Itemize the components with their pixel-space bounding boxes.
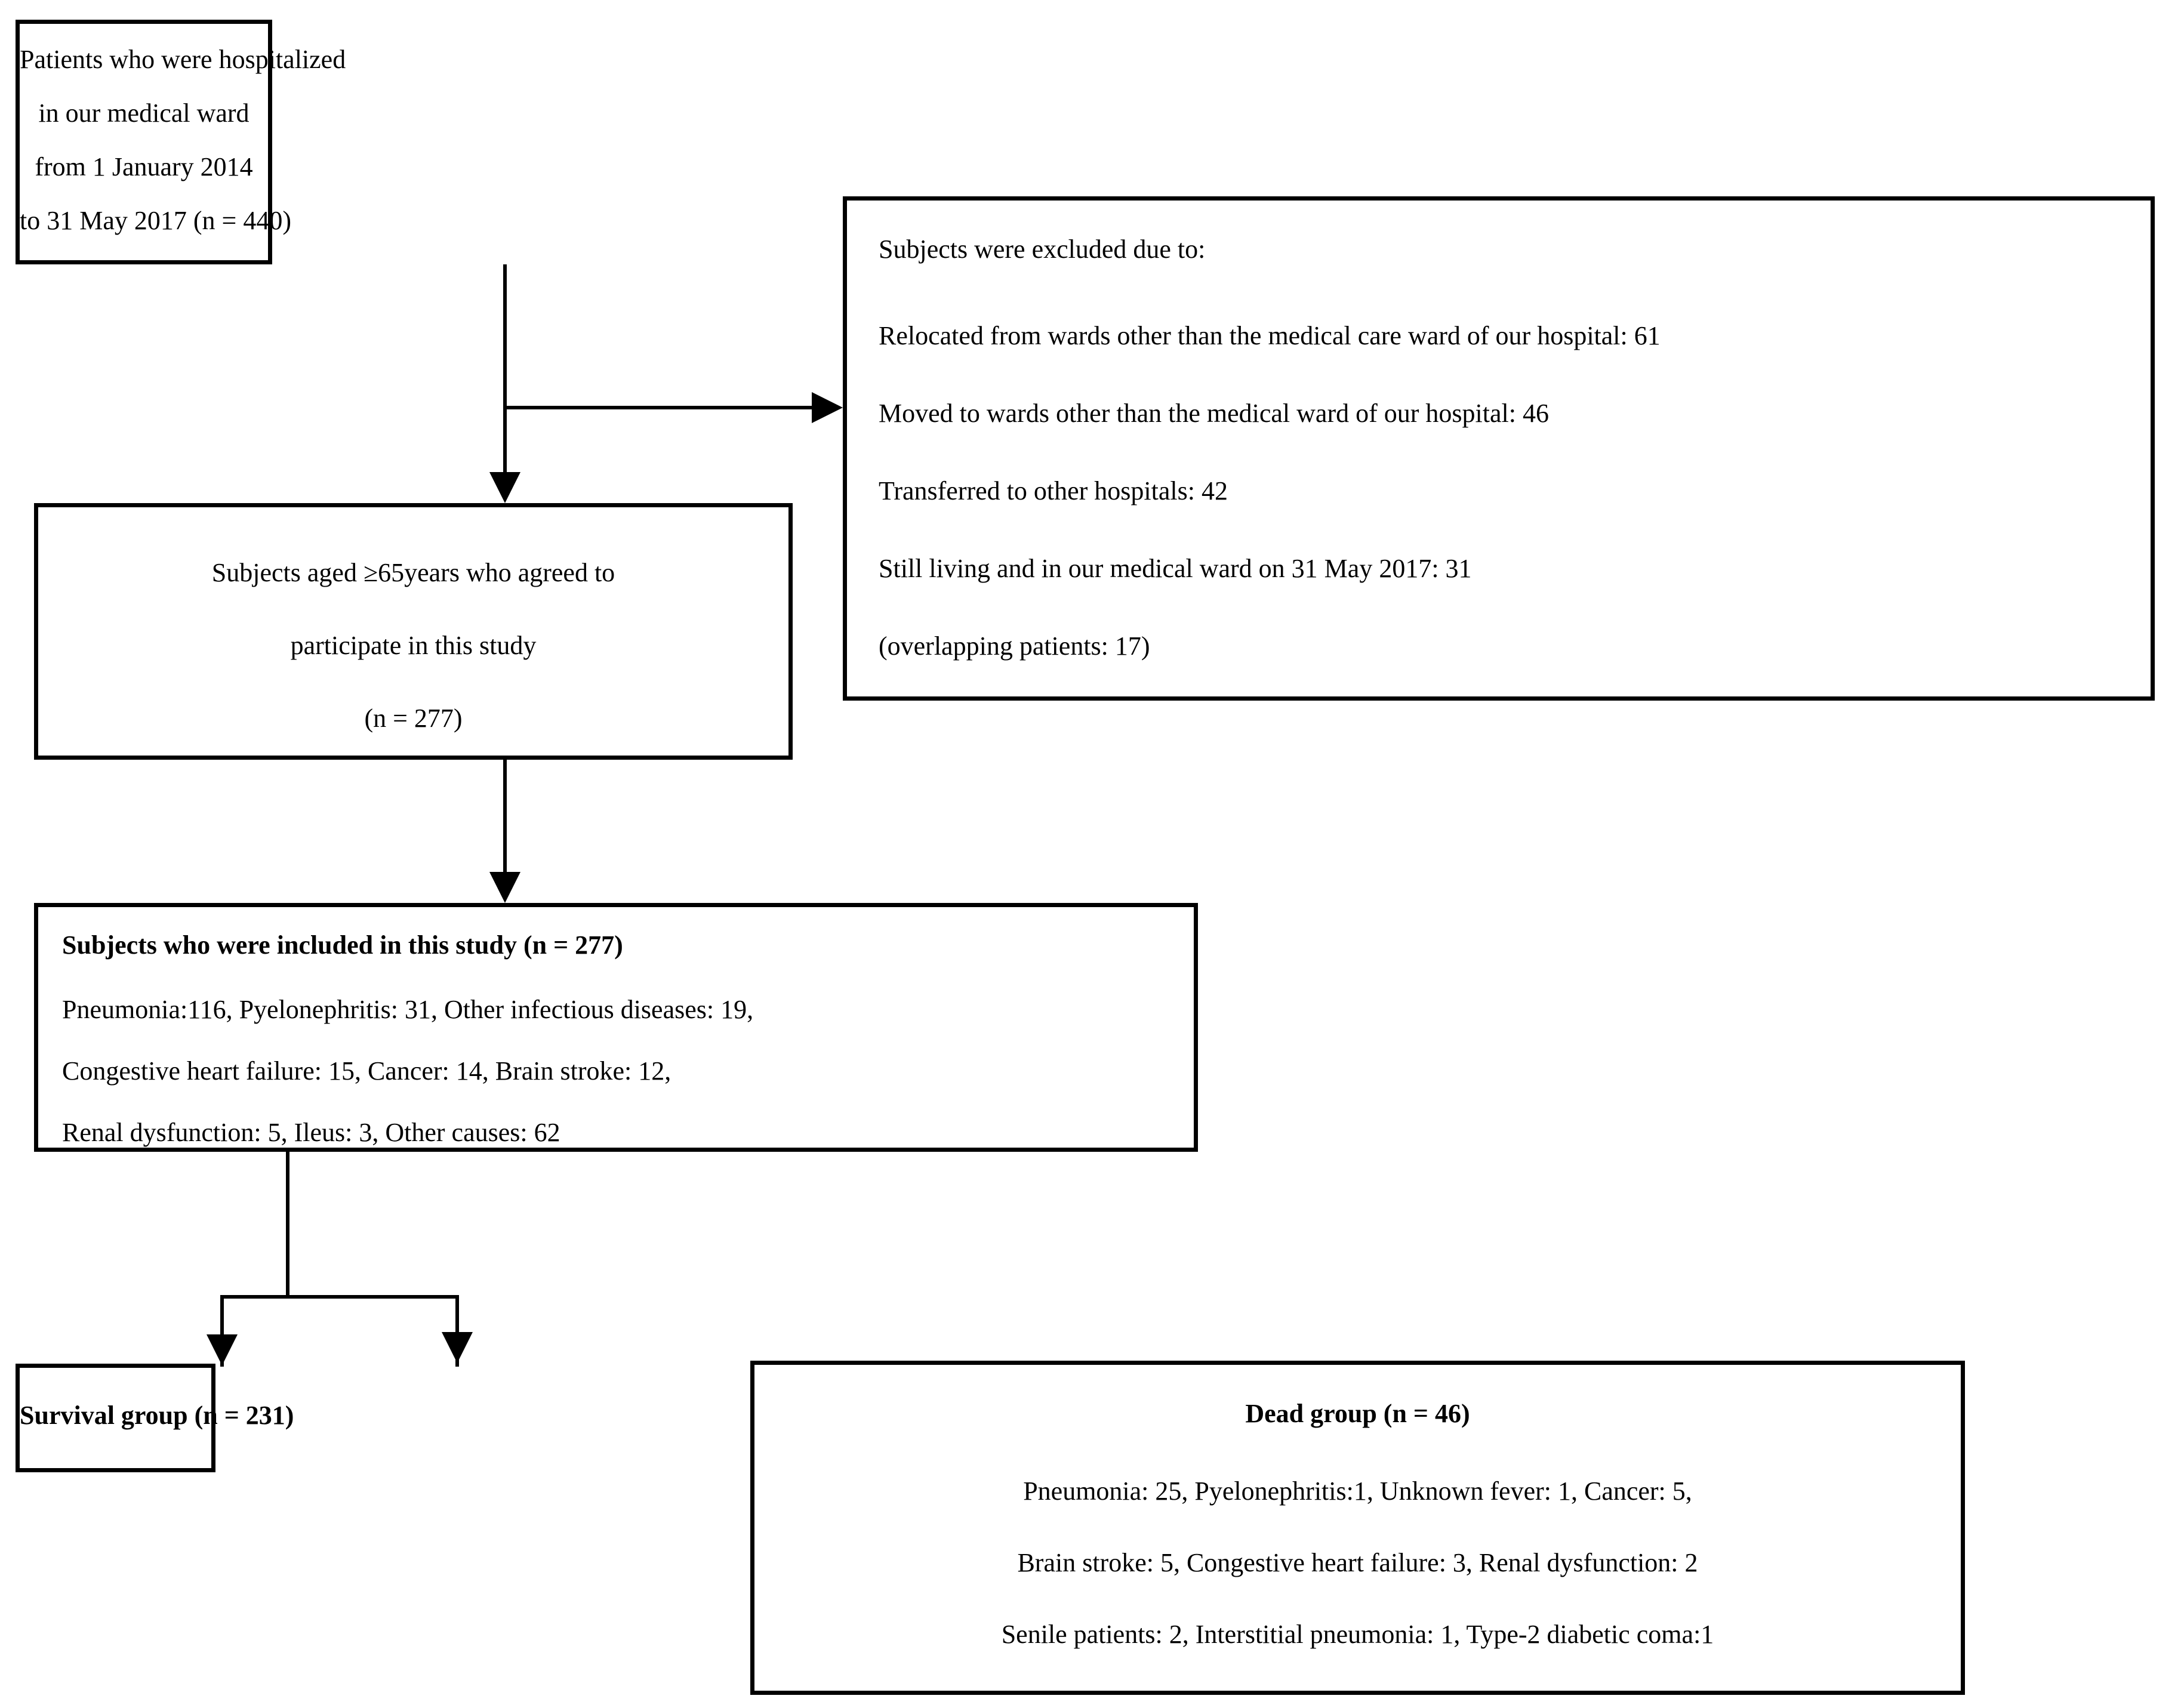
source-line-4: to 31 May 2017 (n = 440) — [20, 206, 291, 235]
included-cause-line-1: Pneumonia:116, Pyelonephritis: 31, Other… — [62, 995, 754, 1024]
connector-source-to-excluded — [503, 406, 812, 409]
excluded-reason-2: Moved to wards other than the medical wa… — [879, 399, 1549, 428]
excluded-reason-5: (overlapping patients: 17) — [879, 631, 1150, 661]
connector-to-survival — [220, 1295, 224, 1367]
excluded-reason-1: Relocated from wards other than the medi… — [879, 321, 1661, 350]
included-cause-line-2: Congestive heart failure: 15, Cancer: 14… — [62, 1056, 671, 1086]
included-cause-line-3: Renal dysfunction: 5, Ileus: 3, Other ca… — [62, 1118, 560, 1147]
arrowhead-to-survival — [207, 1334, 238, 1365]
dead-cause-line-1: Pneumonia: 25, Pyelonephritis:1, Unknown… — [1023, 1476, 1692, 1506]
source-line-3: from 1 January 2014 — [35, 152, 253, 181]
survival-group-box: Survival group (n = 231) — [16, 1364, 294, 1472]
source-population-box: Patients who were hospitalized in our me… — [16, 20, 346, 264]
excluded-heading: Subjects were excluded due to: — [879, 235, 1206, 264]
eligible-line-3: (n = 277) — [364, 704, 463, 733]
excluded-reason-3: Transferred to other hospitals: 42 — [879, 476, 1228, 505]
dead-title: Dead group (n = 46) — [1245, 1399, 1470, 1428]
eligible-subjects-box: Subjects aged ≥65years who agreed to par… — [34, 503, 793, 760]
arrowhead-to-eligible — [489, 472, 520, 503]
included-title: Subjects who were included in this study… — [62, 930, 623, 960]
eligible-line-1: Subjects aged ≥65years who agreed to — [211, 558, 615, 587]
arrowhead-to-included — [489, 872, 520, 903]
connector-included-stub — [286, 1152, 289, 1297]
connector-source-trunk — [503, 264, 507, 485]
dead-cause-line-2: Brain stroke: 5, Congestive heart failur… — [1017, 1548, 1698, 1577]
arrowhead-to-excluded — [812, 392, 843, 423]
connector-split-bar — [220, 1295, 459, 1299]
included-subjects-box: Subjects who were included in this study… — [34, 903, 1198, 1152]
arrowhead-to-dead — [442, 1332, 473, 1363]
dead-cause-line-3: Senile patients: 2, Interstitial pneumon… — [1001, 1620, 1714, 1649]
source-line-2: in our medical ward — [38, 98, 249, 128]
excluded-reason-4: Still living and in our medical ward on … — [879, 554, 1472, 583]
connector-eligible-to-included — [503, 760, 507, 874]
dead-group-box: Dead group (n = 46) Pneumonia: 25, Pyelo… — [750, 1361, 1965, 1695]
survival-title: Survival group (n = 231) — [20, 1401, 294, 1430]
excluded-subjects-box: Subjects were excluded due to: Relocated… — [843, 196, 2155, 701]
source-line-1: Patients who were hospitalized — [20, 45, 346, 74]
connector-to-dead — [455, 1295, 459, 1367]
eligible-line-2: participate in this study — [290, 631, 537, 660]
